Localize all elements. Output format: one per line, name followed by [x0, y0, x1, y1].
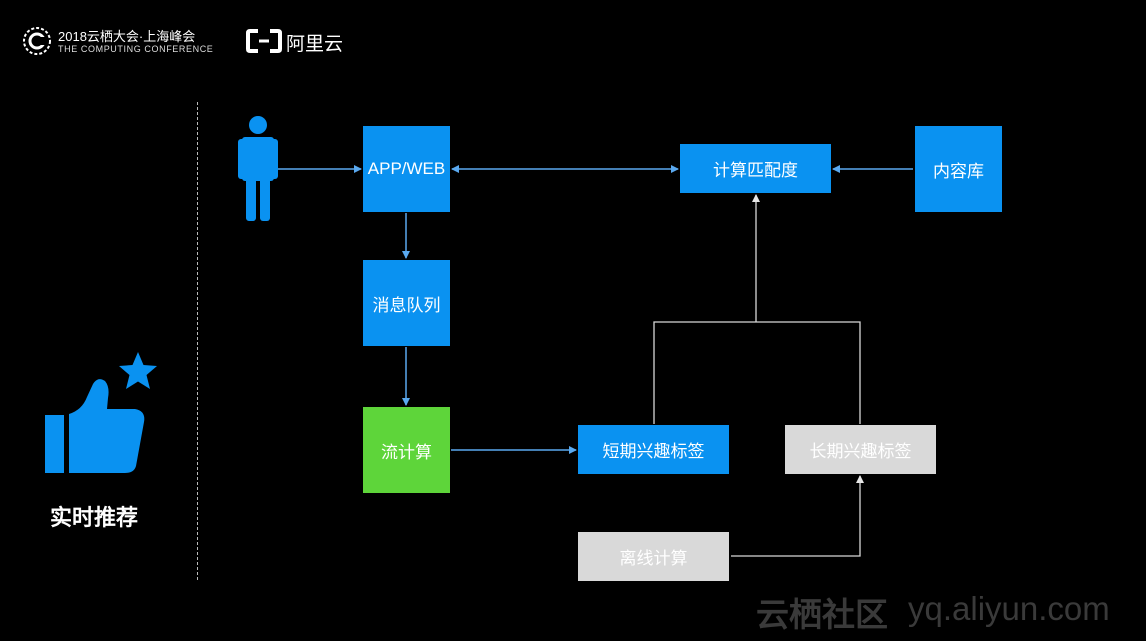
node-match-compute: 计算匹配度 [680, 144, 831, 193]
node-app-web: APP/WEB [363, 126, 450, 212]
node-stream-compute: 流计算 [363, 407, 450, 493]
node-offline-compute: 离线计算 [578, 532, 729, 581]
conference-logo-icon [23, 27, 51, 55]
edge-tags-to-match [653, 321, 861, 424]
node-short-interest-tags: 短期兴趣标签 [578, 425, 729, 474]
dashed-divider [197, 102, 198, 580]
thumbs-up-star-icon [45, 352, 157, 473]
aliyun-logo-icon [246, 29, 282, 53]
node-long-interest-tags: 长期兴趣标签 [785, 425, 936, 474]
section-title: 实时推荐 [50, 505, 139, 530]
header-bar: 2018云栖大会·上海峰会 THE COMPUTING CONFERENCE 阿… [0, 0, 1146, 70]
node-message-queue: 消息队列 [363, 260, 450, 346]
conference-subtitle: THE COMPUTING CONFERENCE [58, 44, 214, 54]
conference-title: 2018云栖大会·上海峰会 [58, 29, 196, 44]
user-icon [238, 116, 278, 221]
watermark-site-name: 云栖社区 [756, 596, 888, 633]
edge-offline-to-long [731, 475, 864, 557]
node-content-library: 内容库 [915, 126, 1002, 212]
brand-name: 阿里云 [286, 34, 344, 55]
watermark-url: yq.aliyun.com [908, 590, 1110, 627]
